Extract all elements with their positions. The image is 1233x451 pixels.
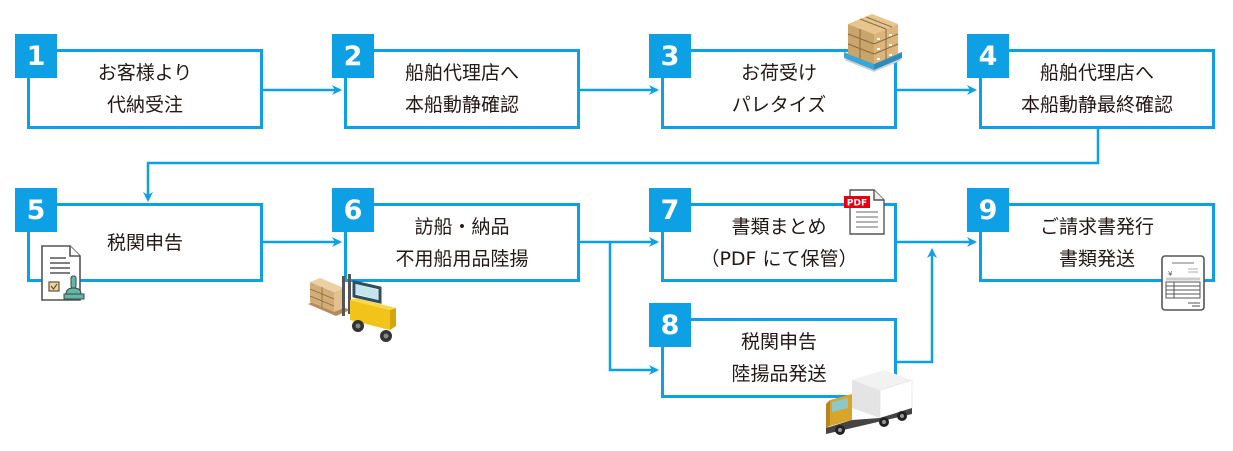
step-6-box: 訪船・納品不用船用品陸揚 bbox=[344, 203, 580, 282]
yen-sign: ¥ bbox=[1168, 270, 1173, 278]
step-2-badge: 2 bbox=[332, 34, 374, 78]
truck-icon bbox=[826, 370, 913, 435]
step-9-line-1: ご請求書発行 bbox=[1039, 215, 1154, 238]
invoice-icon: ¥ bbox=[1161, 255, 1205, 311]
arrow-4-to-5 bbox=[143, 129, 1100, 202]
step-9-badge: 9 bbox=[967, 188, 1009, 232]
step-6-line-2: 不用船用品陸揚 bbox=[395, 247, 529, 270]
step-2-line-2: 本船動静確認 bbox=[404, 94, 519, 116]
step-1-line-1: お客様より bbox=[97, 62, 193, 84]
step-1-box: お客様より代納受注 bbox=[27, 49, 263, 129]
step-3-line-2: パレタイズ bbox=[731, 94, 827, 116]
forklift-icon bbox=[308, 274, 396, 342]
step-5-line-1: 税関申告 bbox=[106, 231, 183, 254]
step-5-badge: 5 bbox=[15, 188, 57, 232]
arrow-6-to-8 bbox=[608, 242, 659, 375]
step-6-badge: 6 bbox=[332, 188, 374, 232]
step-4-line-2: 本船動静最終確認 bbox=[1020, 94, 1173, 116]
step-7-line-1: 書類まとめ bbox=[731, 215, 827, 238]
step-2-box: 船舶代理店へ本船動静確認 bbox=[344, 49, 580, 129]
step-8-line-2: 陸揚品発送 bbox=[731, 363, 827, 385]
pdf-file-icon: PDF bbox=[844, 189, 885, 235]
step-4-line-1: 船舶代理店へ bbox=[1039, 62, 1154, 84]
step-1-line-2: 代納受注 bbox=[106, 94, 183, 116]
pallet-boxes-icon bbox=[844, 14, 902, 72]
step-4-box: 船舶代理店へ本船動静最終確認 bbox=[979, 49, 1215, 129]
arrow-8-to-9 bbox=[896, 248, 937, 364]
step-1-badge: 1 bbox=[15, 34, 57, 78]
step-3-line-1: お荷受け bbox=[740, 62, 817, 84]
step-7-badge: 7 bbox=[649, 188, 691, 232]
step-4-badge: 4 bbox=[967, 34, 1009, 78]
pdf-label: PDF bbox=[847, 199, 867, 209]
step-8-line-1: 税関申告 bbox=[740, 331, 817, 353]
step-6-line-1: 訪船・納品 bbox=[414, 215, 510, 238]
step-7-line-2: （PDF にて保管） bbox=[700, 247, 858, 270]
step-9-line-2: 書類発送 bbox=[1058, 247, 1135, 270]
step-3-badge: 3 bbox=[649, 34, 691, 78]
customs-document-stamp-icon bbox=[41, 245, 85, 301]
step-2-line-1: 船舶代理店へ bbox=[404, 62, 519, 84]
step-8-badge: 8 bbox=[649, 303, 691, 347]
